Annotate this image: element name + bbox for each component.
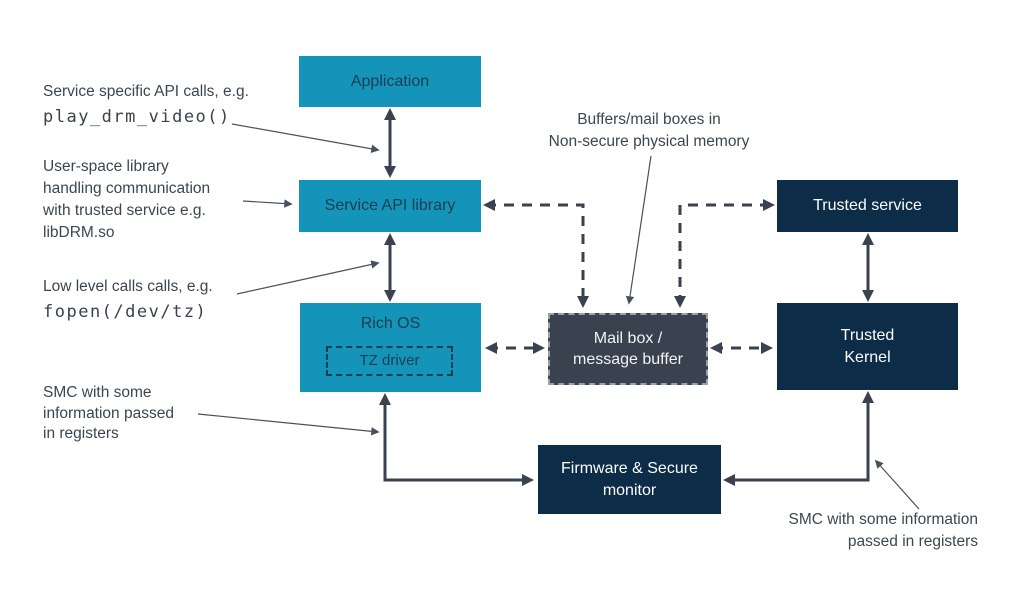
arrow-trustedkernel-firmware xyxy=(723,391,874,486)
annotation-service-api-calls-code: play_drm_video() xyxy=(43,106,231,127)
tz-driver-box: TZ driver xyxy=(326,346,453,376)
annotation-service-api-calls-text: Service specific API calls, e.g. xyxy=(43,83,249,100)
annotation-buffers-mailboxes: Buffers/mail boxes in Non-secure physica… xyxy=(518,109,780,152)
firmware-secure-monitor-box: Firmware & Secure monitor xyxy=(538,445,721,514)
callout-line-userspace-library xyxy=(242,199,293,208)
mailbox-label-line2: message buffer xyxy=(573,351,683,368)
callout-line-buffers xyxy=(625,155,652,305)
arrow-richos-firmware xyxy=(379,393,534,486)
annotation-userspace-line1: User-space library xyxy=(43,158,169,175)
callout-line-smc-right xyxy=(874,459,920,510)
trusted-kernel-box: Trusted Kernel xyxy=(777,303,958,390)
annotation-smc-left-line2: information passed xyxy=(43,404,174,422)
application-box: Application xyxy=(299,56,481,107)
annotation-low-level-text: Low level calls calls, e.g. xyxy=(43,278,213,295)
mailbox-label-line1: Mail box / xyxy=(593,330,663,347)
trusted-kernel-label-line2: Kernel xyxy=(844,348,891,366)
mailbox-box: Mail box / message buffer xyxy=(548,313,708,385)
firmware-label-line2: monitor xyxy=(602,481,657,499)
service-api-library-box: Service API library xyxy=(299,180,481,232)
annotation-smc-left-line1: SMC with some xyxy=(43,384,152,401)
annotation-low-level-calls: Low level calls calls, e.g. fopen(/dev/t… xyxy=(43,276,213,323)
annotation-userspace-line2: handling communication xyxy=(43,180,211,197)
rich-os-box: Rich OS TZ driver xyxy=(300,303,481,392)
trusted-service-box: Trusted service xyxy=(777,180,958,232)
annotation-smc-right: SMC with some information passed in regi… xyxy=(690,509,978,552)
dashed-arrow-serviceapi-mailbox xyxy=(483,199,589,308)
dashed-arrow-mailbox-trustedservice xyxy=(674,199,775,308)
callout-line-smc-left xyxy=(197,413,380,436)
annotation-smc-left: SMC with some information passed in regi… xyxy=(43,383,174,445)
callout-line-service-calls xyxy=(231,123,380,153)
service-api-library-label: Service API library xyxy=(324,197,456,214)
annotation-userspace-library: User-space library handling communicatio… xyxy=(43,156,210,244)
callout-line-low-level-calls xyxy=(236,260,380,295)
application-label: Application xyxy=(350,72,430,90)
annotation-smc-right-line2: passed in registers xyxy=(847,532,978,550)
annotation-buffers-line1: Buffers/mail boxes in xyxy=(577,111,721,128)
annotation-service-api-calls: Service specific API calls, e.g. play_dr… xyxy=(43,81,249,128)
trusted-service-label: Trusted service xyxy=(813,197,922,214)
annotation-userspace-line3: with trusted service e.g. xyxy=(43,202,206,219)
rich-os-label: Rich OS xyxy=(360,315,421,332)
annotation-userspace-line4: libDRM.so xyxy=(43,224,115,241)
annotation-smc-right-line1: SMC with some information xyxy=(788,511,978,528)
firmware-label-line1: Firmware & Secure xyxy=(561,459,698,477)
trusted-kernel-label-line1: Trusted xyxy=(840,326,895,344)
annotation-buffers-line2: Non-secure physical memory xyxy=(548,132,750,150)
tz-driver-label: TZ driver xyxy=(359,352,420,369)
annotation-smc-left-line3: in registers xyxy=(43,425,119,442)
annotation-low-level-code: fopen(/dev/tz) xyxy=(43,301,208,322)
